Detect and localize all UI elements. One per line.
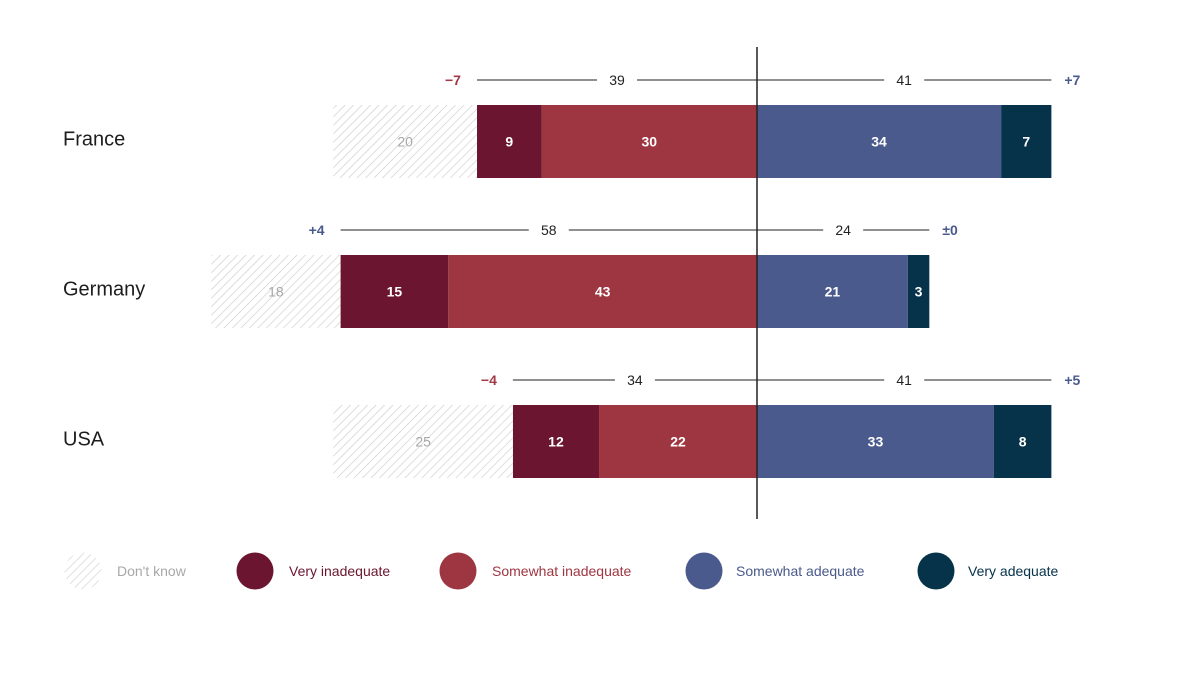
legend-label: Somewhat inadequate <box>492 563 632 579</box>
inadequate-total-label: 58 <box>541 222 557 238</box>
bar-dont-know <box>333 405 513 478</box>
legend-swatch <box>685 552 723 590</box>
bar-very-adequate <box>993 405 1052 478</box>
legend-swatch <box>917 552 955 590</box>
data-label: 22 <box>670 434 686 450</box>
bars-layer <box>211 47 1052 519</box>
legend-swatch <box>439 552 477 590</box>
inadequate-change-label: −7 <box>445 72 461 88</box>
data-label: 7 <box>1022 134 1030 150</box>
bar-somewhat-inadequate <box>599 405 757 478</box>
bar-very-inadequate <box>512 405 600 478</box>
legend-label: Very inadequate <box>289 563 390 579</box>
bar-somewhat-inadequate <box>448 255 757 328</box>
data-label: 9 <box>505 134 513 150</box>
legend-swatch <box>64 552 102 590</box>
adequate-change-label: +7 <box>1064 72 1080 88</box>
legend-label: Somewhat adequate <box>736 563 865 579</box>
data-label: 12 <box>548 434 564 450</box>
inadequate-total-label: 34 <box>627 372 643 388</box>
adequate-total-label: 24 <box>835 222 851 238</box>
bar-somewhat-inadequate <box>541 105 757 178</box>
data-label: 43 <box>595 284 611 300</box>
category-label: USA <box>63 429 105 451</box>
inadequate-change-label: −4 <box>481 372 497 388</box>
category-label: Germany <box>63 279 145 301</box>
data-label: 15 <box>387 284 403 300</box>
adequate-change-label: +5 <box>1064 372 1080 388</box>
bar-very-inadequate <box>476 105 542 178</box>
data-label: 3 <box>915 284 923 300</box>
bar-dont-know <box>333 105 477 178</box>
adequate-total-label: 41 <box>896 72 912 88</box>
data-label: 30 <box>642 134 658 150</box>
category-label: France <box>63 129 125 151</box>
bar-somewhat-adequate <box>757 105 1002 178</box>
data-label: 21 <box>825 284 841 300</box>
inadequate-total-label: 39 <box>609 72 625 88</box>
data-label: 33 <box>868 434 884 450</box>
legend-swatch <box>236 552 274 590</box>
data-label: 18 <box>268 284 284 300</box>
bar-very-adequate <box>907 255 930 328</box>
bar-very-adequate <box>1001 105 1052 178</box>
data-label: 20 <box>397 134 413 150</box>
legend-label: Very adequate <box>968 563 1059 579</box>
inadequate-change-label: +4 <box>309 222 325 238</box>
bar-somewhat-adequate <box>757 255 908 328</box>
data-label: 8 <box>1019 434 1027 450</box>
adequate-change-label: ±0 <box>942 222 958 238</box>
data-label: 34 <box>871 134 887 150</box>
data-label: 25 <box>415 434 431 450</box>
bar-very-inadequate <box>340 255 449 328</box>
bar-dont-know <box>211 255 341 328</box>
bar-somewhat-adequate <box>757 405 994 478</box>
adequate-total-label: 41 <box>896 372 912 388</box>
legend: Don't know Very inadequate Somewhat inadeq… <box>64 552 1059 590</box>
legend-label: Don't know <box>117 563 187 579</box>
